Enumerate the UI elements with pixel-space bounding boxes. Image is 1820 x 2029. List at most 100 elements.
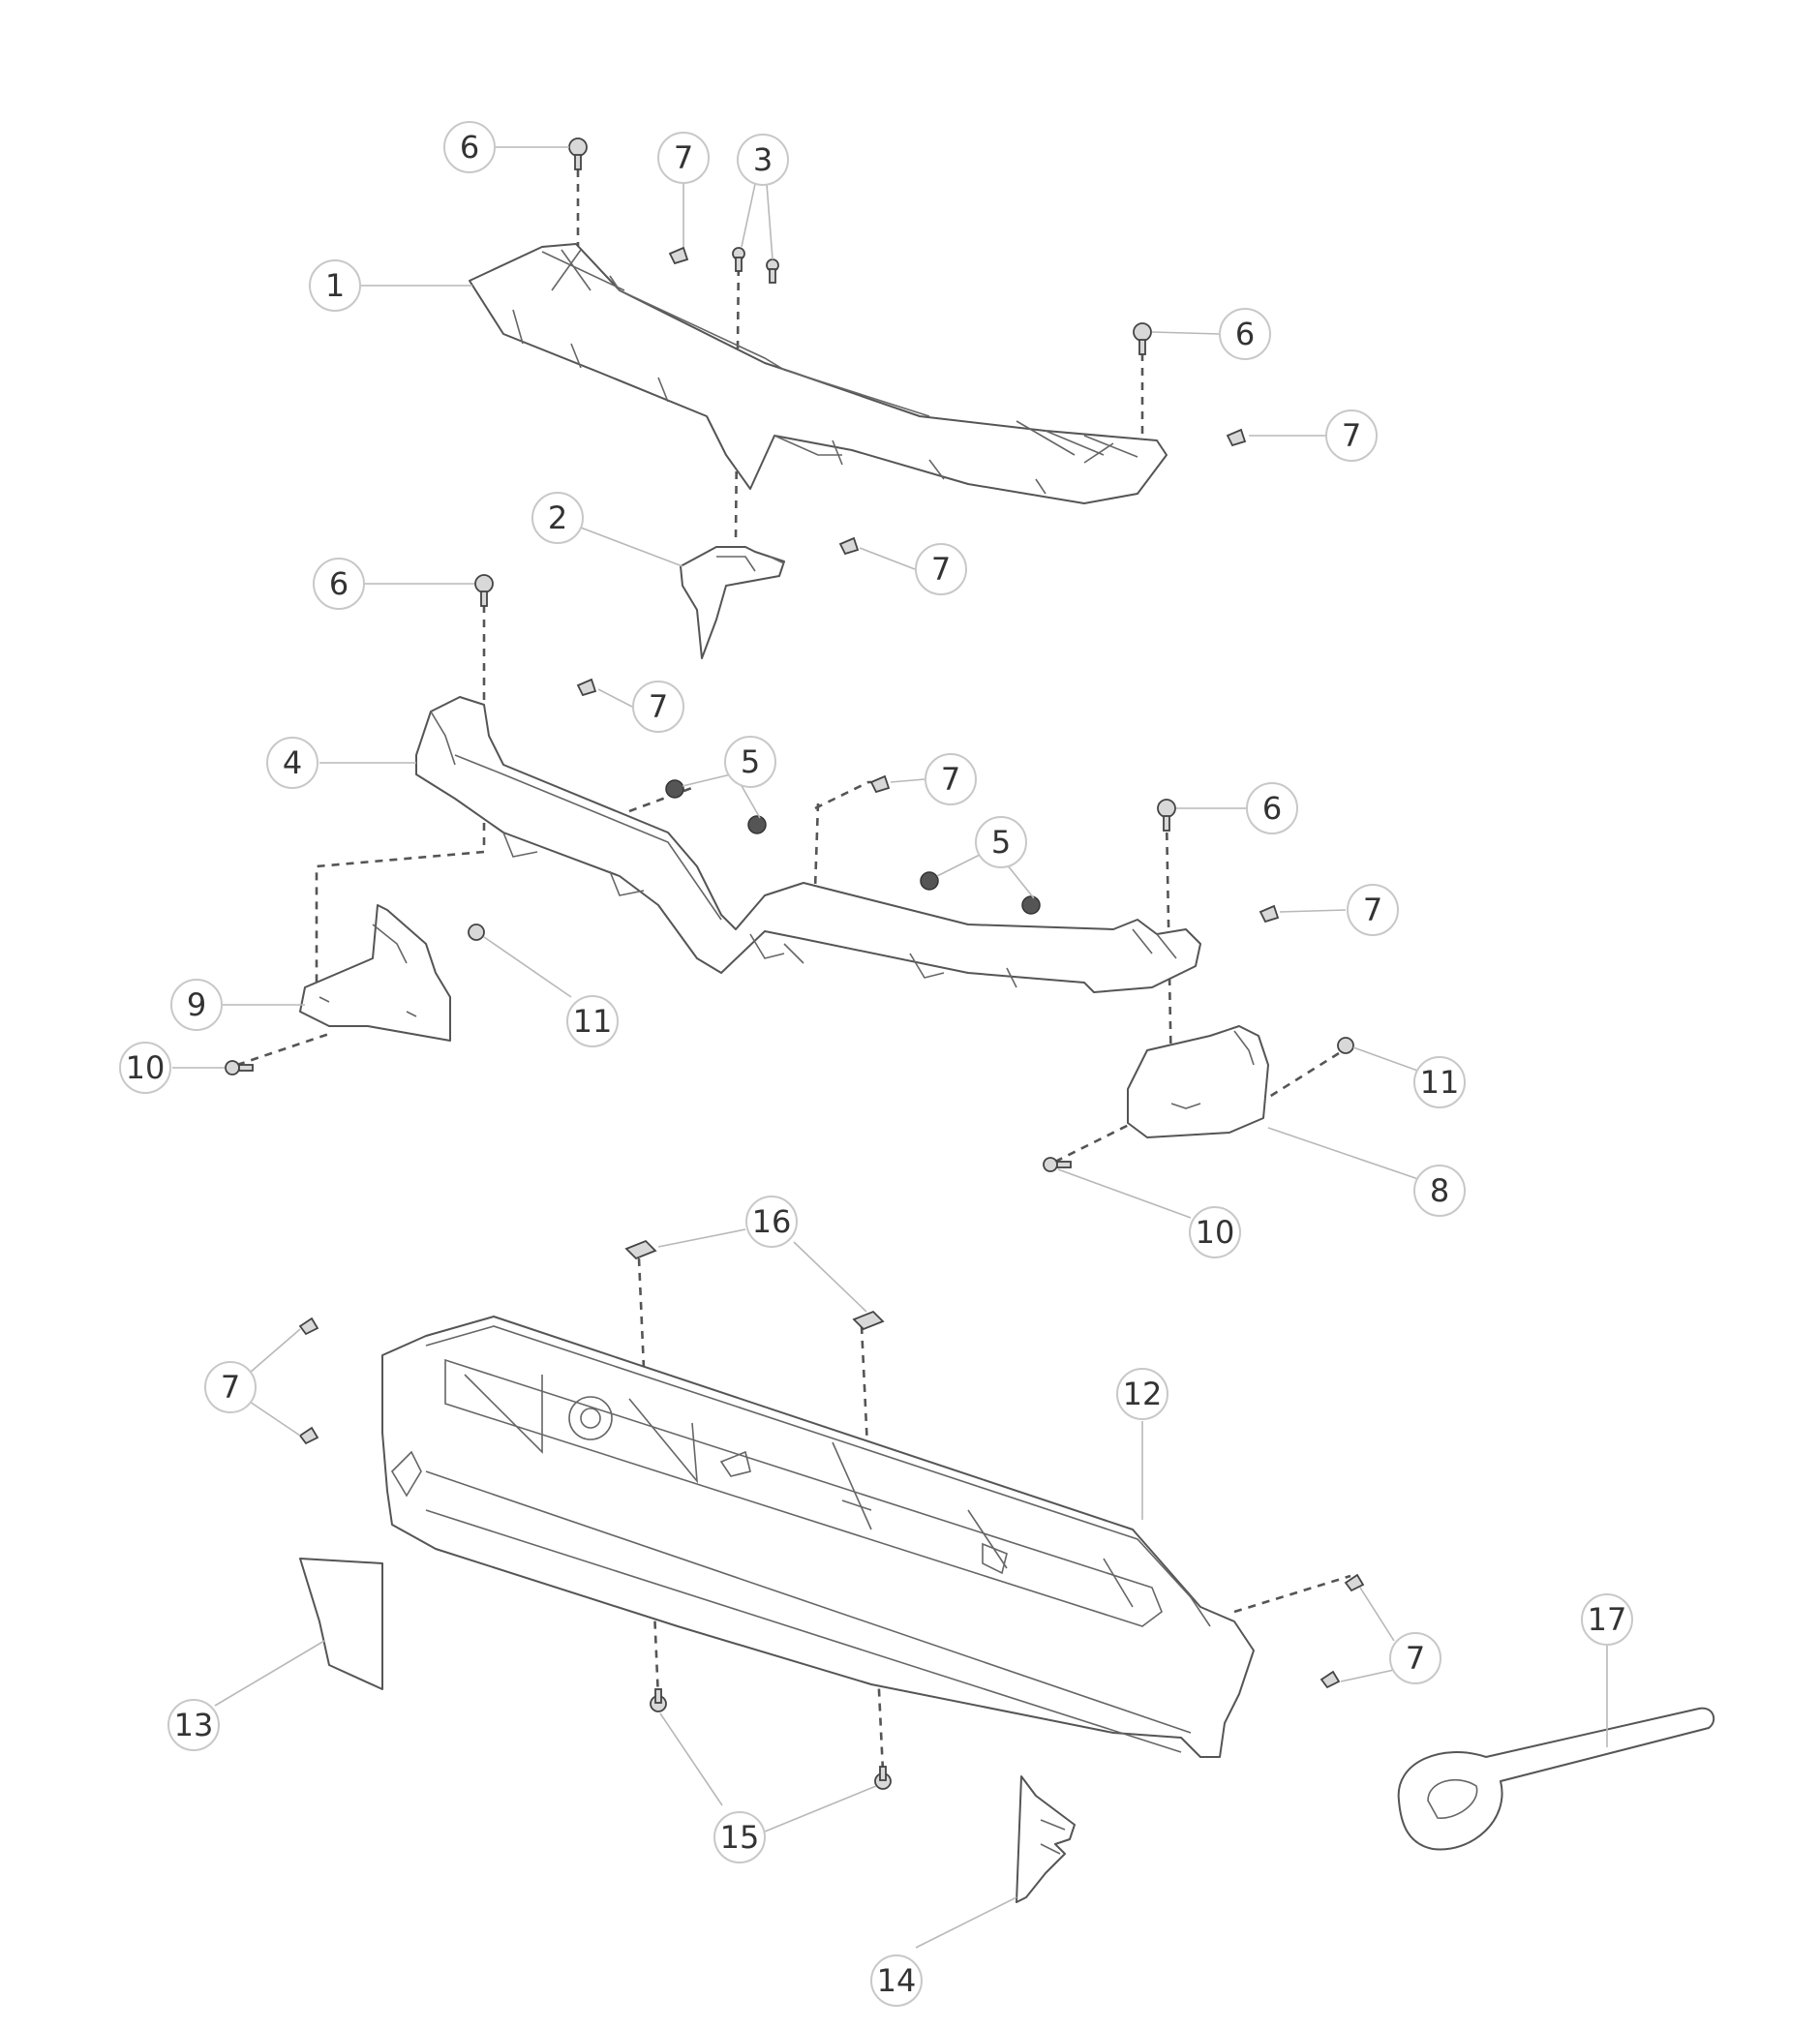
part-14-right-side-panel (1016, 1775, 1076, 1903)
part-1-upper-grille-trim (469, 243, 1168, 504)
callout-6: 6 (1219, 308, 1271, 360)
callout-label: 7 (649, 688, 668, 725)
callout-label: 6 (1262, 790, 1282, 827)
callout-label: 1 (325, 267, 345, 304)
part-12-lower-grille-frame (381, 1316, 1255, 1758)
callout-6: 6 (443, 121, 496, 173)
clip-7-j (1320, 1670, 1341, 1689)
bolt-10-a (225, 1060, 254, 1075)
callout-17: 17 (1581, 1593, 1633, 1646)
clip-16-a (624, 1239, 657, 1260)
clip-7-f (1259, 904, 1280, 924)
callout-label: 9 (187, 986, 206, 1023)
part-8-right-bracket (1127, 1025, 1269, 1138)
clip-16-b (852, 1310, 885, 1331)
callout-1: 1 (309, 259, 361, 312)
part-13-left-side-panel (299, 1558, 383, 1690)
callout-label: 16 (752, 1203, 792, 1240)
screw-6-top-right (1133, 322, 1152, 355)
pin-3-a (732, 247, 745, 272)
leader-lines (172, 146, 1608, 1949)
callout-label: 11 (573, 1003, 613, 1040)
callout-label: 6 (1235, 316, 1255, 352)
clip-7-b (1226, 428, 1247, 447)
callout-label: 7 (941, 761, 960, 798)
screw-15-a (650, 1688, 667, 1712)
callout-label: 7 (1342, 417, 1361, 454)
part-2-center-bracket (680, 546, 785, 659)
callout-label: 5 (741, 743, 760, 780)
callout-label: 17 (1588, 1601, 1627, 1638)
callout-7: 7 (1389, 1632, 1441, 1684)
nut-11-b (1337, 1037, 1354, 1054)
callout-label: 14 (877, 1962, 917, 1999)
screw-6-mid-left (474, 574, 494, 607)
screw-15-b (874, 1766, 892, 1790)
callout-7: 7 (915, 543, 967, 595)
clip-7-a (668, 246, 689, 265)
callout-16: 16 (745, 1196, 798, 1248)
part-9-left-bracket (299, 904, 451, 1042)
callout-7: 7 (657, 132, 710, 184)
part-17-tow-eye (1397, 1707, 1715, 1851)
callout-11: 11 (1413, 1056, 1466, 1108)
callout-label: 4 (283, 744, 302, 781)
callouts: 6 7 3 1 6 7 2 7 6 7 4 5 7 6 5 7 9 11 10 … (119, 121, 1633, 2007)
callout-label: 3 (753, 141, 773, 178)
callout-6: 6 (1246, 782, 1298, 834)
callout-label: 7 (1363, 892, 1382, 928)
callout-label: 8 (1430, 1172, 1449, 1209)
callout-label: 6 (460, 129, 479, 166)
callout-6: 6 (313, 558, 365, 610)
callout-5: 5 (975, 816, 1027, 868)
nut-5-c (920, 871, 939, 891)
callout-label: 15 (720, 1819, 760, 1856)
callout-label: 11 (1420, 1064, 1460, 1101)
screw-6-top-left (568, 137, 588, 170)
pin-3-b (766, 258, 779, 284)
clip-7-e (869, 774, 891, 794)
callout-7: 7 (632, 681, 684, 733)
callout-8: 8 (1413, 1165, 1466, 1217)
callout-11: 11 (566, 995, 619, 1047)
fasteners (225, 137, 1365, 1790)
callout-label: 7 (674, 139, 693, 176)
callout-label: 6 (329, 565, 349, 602)
nut-5-d (1021, 895, 1041, 915)
callout-2: 2 (531, 492, 584, 544)
callout-7: 7 (925, 753, 977, 805)
callout-4: 4 (266, 737, 318, 789)
callout-14: 14 (870, 1954, 923, 2007)
nut-11-a (468, 924, 485, 941)
callout-label: 7 (1406, 1640, 1425, 1677)
callout-15: 15 (713, 1811, 766, 1863)
callout-10: 10 (1189, 1206, 1241, 1258)
callout-7: 7 (1325, 409, 1378, 462)
clip-7-h (298, 1426, 319, 1445)
clip-7-d (576, 678, 597, 697)
callout-12: 12 (1116, 1368, 1168, 1420)
callout-label: 5 (991, 824, 1011, 861)
nut-5-a (665, 779, 684, 799)
clip-7-c (838, 536, 860, 556)
callout-13: 13 (167, 1699, 220, 1751)
callout-label: 12 (1123, 1376, 1163, 1412)
bolt-10-b (1043, 1157, 1072, 1172)
callout-label: 2 (548, 500, 567, 536)
callout-7: 7 (1347, 884, 1399, 936)
callout-3: 3 (737, 134, 789, 186)
screw-6-mid-right (1157, 799, 1176, 832)
callout-label: 13 (174, 1707, 214, 1743)
clip-7-i (1344, 1573, 1365, 1592)
callout-9: 9 (170, 979, 223, 1031)
callout-label: 10 (126, 1049, 166, 1086)
callout-label: 7 (221, 1369, 240, 1406)
callout-10: 10 (119, 1042, 171, 1094)
nut-5-b (747, 815, 767, 834)
part-4-mid-grille-trim (415, 696, 1201, 993)
callout-label: 10 (1196, 1214, 1235, 1251)
callout-7: 7 (204, 1361, 257, 1413)
clip-7-g (298, 1317, 319, 1336)
callout-label: 7 (931, 551, 951, 588)
